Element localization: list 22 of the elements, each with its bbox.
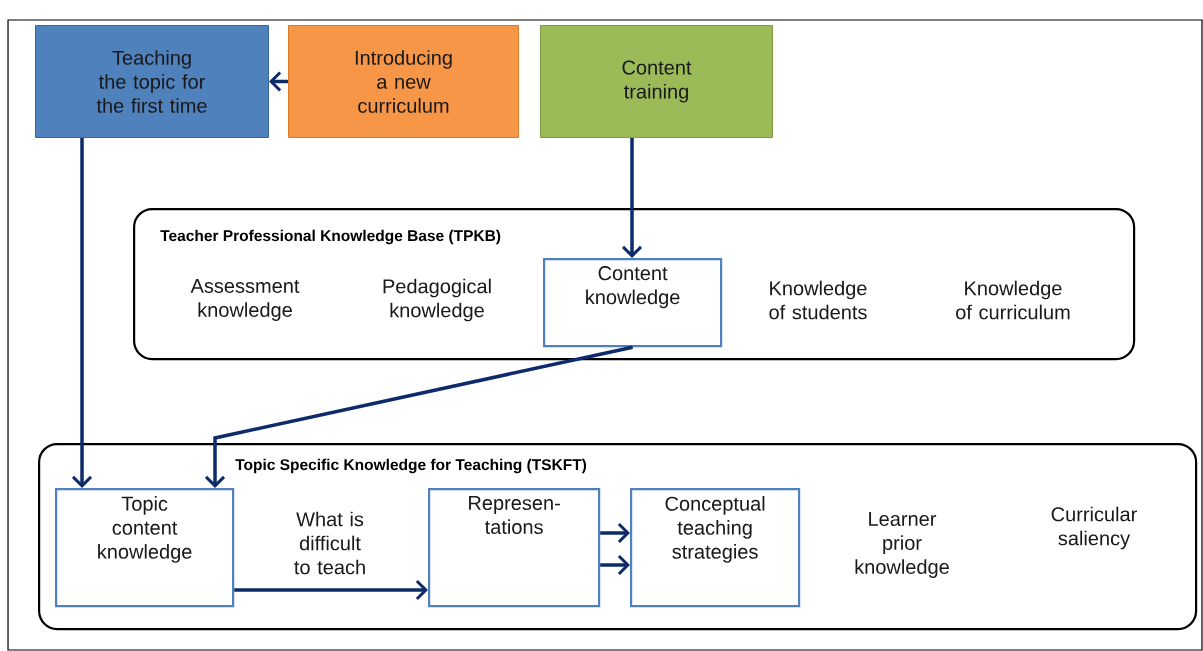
knowledge-label: Knowledge of curriculum bbox=[956, 280, 1070, 320]
process-box: Content training bbox=[540, 25, 773, 138]
concept-box: Topic content knowledge bbox=[55, 488, 235, 608]
arrow bbox=[600, 554, 630, 576]
knowledge-label: Curricular saliency bbox=[1051, 506, 1137, 550]
group-title: Topic Specific Knowledge for Teaching (TSKFT) bbox=[235, 458, 587, 474]
knowledge-label: Assessment knowledge bbox=[190, 279, 300, 321]
knowledge-label: Knowledge of students bbox=[769, 280, 867, 320]
group-title: Teacher Professional Knowledge Base (TPKB) bbox=[160, 229, 501, 245]
arrow bbox=[71, 138, 93, 488]
arrow bbox=[600, 522, 630, 544]
concept-box: Conceptual teaching strategies bbox=[630, 488, 801, 608]
knowledge-label: Pedagogical knowledge bbox=[383, 278, 491, 322]
process-box: Teaching the topic for the first time bbox=[35, 25, 269, 138]
concept-box: Represen- tations bbox=[428, 488, 601, 608]
knowledge-label: Learner prior knowledge bbox=[855, 512, 949, 578]
concept-box: Content knowledge bbox=[543, 258, 723, 348]
arrow bbox=[234, 579, 428, 601]
arrow bbox=[621, 138, 643, 258]
arrow bbox=[204, 345, 633, 488]
process-box: Introducing a new curriculum bbox=[288, 25, 519, 138]
knowledge-label: What is difficult to teach bbox=[294, 511, 365, 575]
